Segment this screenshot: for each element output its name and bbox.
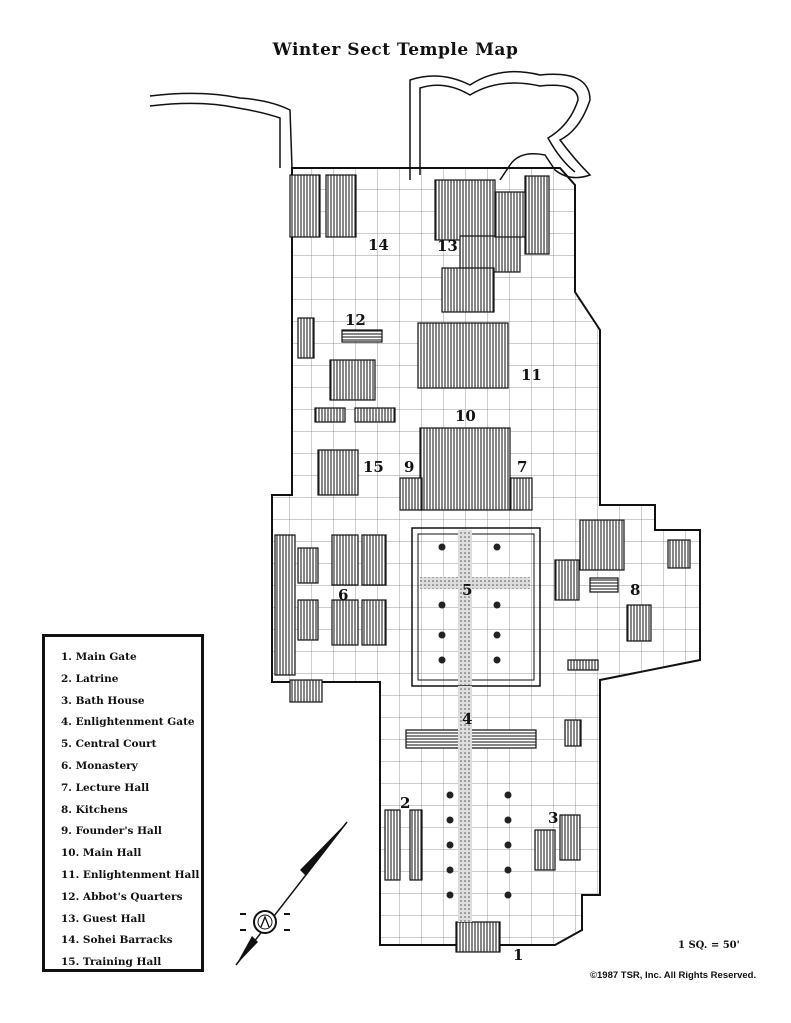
building-lecture-hall [509, 477, 533, 511]
building-abbots-quarters [314, 407, 346, 423]
building-kitchens [667, 539, 691, 569]
building-abbots-quarters [297, 317, 315, 359]
building-bath-house [559, 814, 581, 861]
legend-item: 10. Main Hall [61, 847, 142, 860]
label-central-court: 5 [462, 581, 472, 599]
label-sohei-barracks: 14 [368, 236, 389, 254]
legend-item: 6. Monastery [61, 759, 138, 772]
building-monastery [361, 599, 387, 646]
map-legend: 1. Main Gate 2. Latrine 3. Bath House 4.… [42, 634, 204, 972]
label-training-hall: 15 [363, 458, 384, 476]
label-kitchens: 8 [630, 581, 640, 599]
building-monastery [361, 534, 387, 586]
building-storehouse [289, 679, 323, 703]
building-monastery [274, 534, 296, 676]
building-bath-house [534, 829, 556, 871]
building-latrine [384, 809, 401, 881]
legend-item: 5. Central Court [61, 738, 157, 751]
legend-item: 1. Main Gate [61, 651, 137, 663]
label-latrine: 2 [400, 794, 410, 812]
copyright-notice: ©1987 TSR, Inc. All Rights Reserved. [590, 970, 757, 981]
building-abbots-quarters [354, 407, 396, 423]
building-kitchens [554, 559, 580, 601]
river [149, 70, 592, 181]
legend-item: 4. Enlightenment Gate [61, 716, 195, 729]
building-enlightenment-hall [417, 322, 509, 389]
legend-item: 14. Sohei Barracks [61, 934, 173, 947]
map-scale: 1 SQ. = 50' [678, 940, 740, 951]
building-kitchens [579, 519, 625, 571]
building-guest-hall [459, 235, 521, 273]
building-monastery [331, 599, 359, 646]
legend-item: 8. Kitchens [61, 803, 128, 816]
building-main-hall [419, 427, 511, 511]
label-lecture-hall: 7 [517, 458, 527, 476]
building-bath-house [564, 719, 582, 747]
building-kitchens [589, 577, 619, 593]
building-monastery [297, 547, 319, 584]
legend-item: 9. Founder's Hall [61, 825, 162, 838]
building-kitchens [567, 659, 599, 671]
legend-item: 12. Abbot's Quarters [61, 890, 183, 903]
map-title: Winter Sect Temple Map [272, 40, 519, 60]
legend-item: 3. Bath House [61, 694, 145, 707]
building-monastery [297, 599, 319, 641]
central-court [411, 527, 541, 922]
label-guest-hall: 13 [437, 237, 458, 255]
building-guest-hall [524, 175, 550, 255]
legend-item: 2. Latrine [61, 672, 119, 685]
building-guest-hall [441, 267, 495, 313]
building-founders-hall [399, 477, 423, 511]
building-guest-hall [434, 179, 496, 241]
label-main-hall: 10 [455, 407, 476, 425]
building-main-gate [455, 921, 501, 953]
legend-item: 11. Enlightenment Hall [61, 868, 200, 881]
label-enlightenment-gate: 4 [462, 710, 472, 728]
label-bath-house: 3 [548, 809, 558, 827]
building-sohei-barracks [289, 174, 321, 238]
building-monastery [331, 534, 359, 586]
legend-item: 13. Guest Hall [61, 912, 146, 925]
legend-item: 15. Training Hall [61, 956, 162, 969]
label-founders-hall: 9 [404, 458, 414, 476]
label-monastery: 6 [338, 586, 348, 604]
label-abbots-quarters: 12 [345, 311, 366, 329]
building-training-hall [317, 449, 359, 496]
compass-rose-icon [235, 821, 348, 966]
building-abbots-quarters [341, 329, 383, 343]
label-enlightenment-hall: 11 [521, 366, 542, 384]
building-abbots-quarters [329, 359, 376, 401]
building-kitchens [626, 604, 652, 642]
building-latrine [409, 809, 423, 881]
building-sohei-barracks [325, 174, 357, 238]
label-main-gate: 1 [513, 946, 523, 964]
legend-item: 7. Lecture Hall [61, 781, 150, 794]
